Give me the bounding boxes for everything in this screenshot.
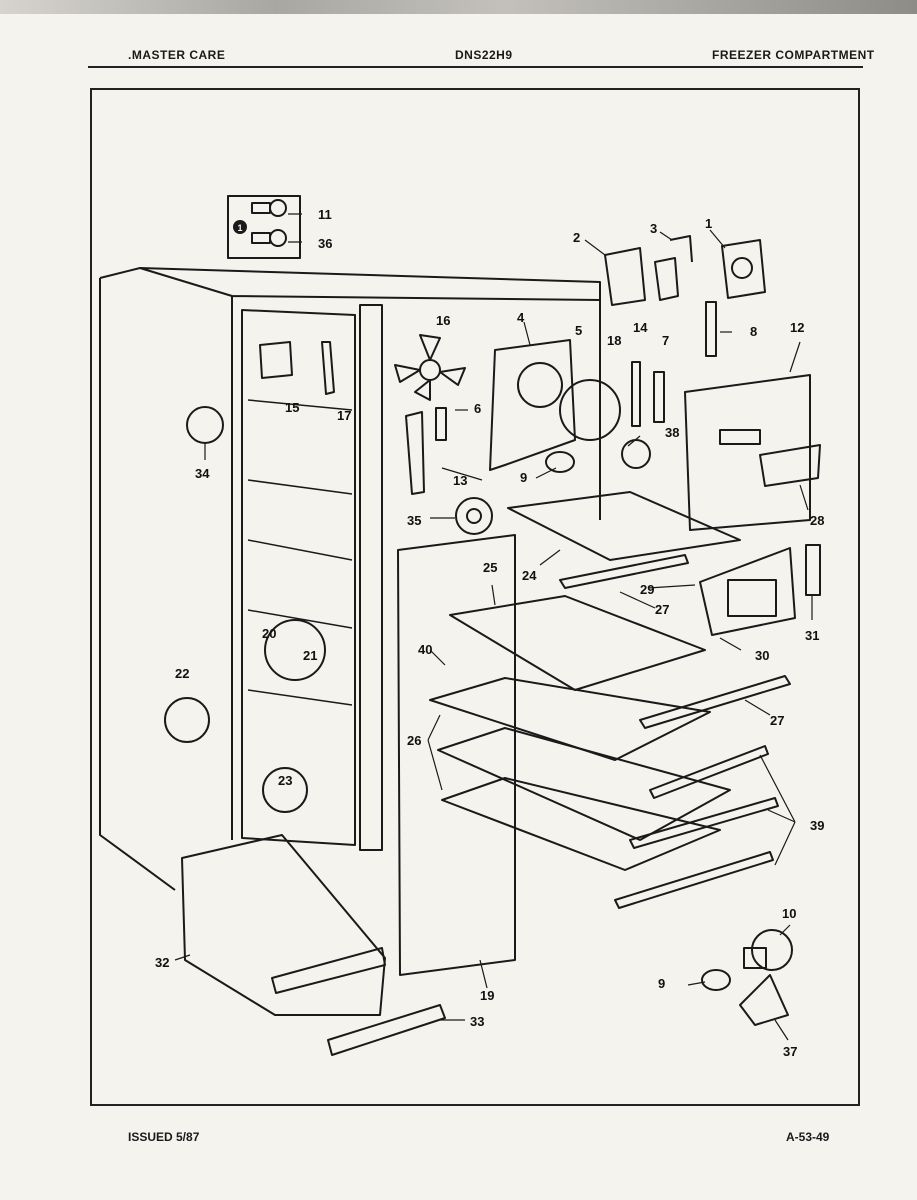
- trim-strip-part: [327, 1004, 446, 1056]
- light-cover-part: [739, 974, 789, 1026]
- callout-39: 39: [810, 818, 824, 833]
- shelf-rail-part-27b: [639, 675, 791, 729]
- callout-3: 3: [650, 221, 657, 236]
- door-bin-part: [699, 547, 796, 636]
- brand-label: .MASTER CARE: [128, 48, 226, 62]
- switch-part-15: [259, 341, 293, 379]
- bracket-part-1: [721, 239, 766, 299]
- inset-marker-label: 1: [237, 223, 242, 233]
- callout-14: 14: [633, 320, 648, 335]
- callout-6: 6: [474, 401, 481, 416]
- detail-circle-22: [164, 697, 210, 743]
- callout-18: 18: [607, 333, 621, 348]
- callout-20: 20: [262, 626, 276, 641]
- cabinet-divider: [359, 304, 383, 851]
- callout-31: 31: [805, 628, 819, 643]
- light-bulb-part: [751, 929, 793, 971]
- crisper-tray-part: [181, 834, 386, 1016]
- callout-25: 25: [483, 560, 497, 575]
- callout-29: 29: [640, 582, 654, 597]
- callout-labels: 1 2 3 4 5 6 7 8 9 9 10 11 12 13 14 15 16…: [155, 207, 824, 1059]
- hinge-part: [805, 544, 821, 596]
- callout-5: 5: [575, 323, 582, 338]
- shelf-rail-part-39a: [649, 745, 769, 799]
- callout-7: 7: [662, 333, 669, 348]
- callout-32: 32: [155, 955, 169, 970]
- shelf-part-25: [449, 595, 706, 691]
- wire-shelf-part-bottom: [441, 777, 721, 871]
- callout-1: 1: [705, 216, 712, 231]
- callout-9b: 9: [658, 976, 665, 991]
- callout-24: 24: [522, 568, 537, 583]
- callout-22: 22: [175, 666, 189, 681]
- callout-15: 15: [285, 400, 299, 415]
- scan-artifact: [0, 0, 917, 14]
- callout-28: 28: [810, 513, 824, 528]
- callout-30: 30: [755, 648, 769, 663]
- callout-11: 11: [318, 207, 332, 222]
- evaporator-cover-part: [684, 374, 811, 531]
- clip-part-17: [321, 341, 335, 395]
- callout-9a: 9: [520, 470, 527, 485]
- callout-21: 21: [303, 648, 317, 663]
- thermostat-knob-part: [186, 406, 224, 444]
- fan-bracket-part: [489, 339, 576, 471]
- page-code: A-53-49: [786, 1130, 830, 1144]
- callout-2: 2: [573, 230, 580, 245]
- bracket-part-13: [405, 411, 425, 495]
- callout-4: 4: [517, 310, 525, 325]
- cabinet-body: [99, 267, 601, 891]
- callout-8: 8: [750, 324, 757, 339]
- issue-date: ISSUED 5/87: [128, 1130, 200, 1144]
- callout-10: 10: [782, 906, 796, 921]
- detail-circle-20-21: [264, 619, 326, 681]
- light-shield-part: [559, 379, 621, 441]
- model-number: DNS22H9: [455, 48, 513, 62]
- callout-12: 12: [790, 320, 804, 335]
- callout-23: 23: [278, 773, 292, 788]
- cabinet-inner-wall: [241, 309, 356, 846]
- inset-marker-icon: [233, 220, 247, 234]
- callout-36: 36: [318, 236, 332, 251]
- callout-34: 34: [195, 466, 210, 481]
- shelf-rail-part-39b: [629, 797, 779, 849]
- callout-26: 26: [407, 733, 421, 748]
- callout-17: 17: [337, 408, 351, 423]
- control-knob-part: [455, 497, 493, 535]
- cover-handle-part: [759, 444, 821, 487]
- callout-16: 16: [436, 313, 450, 328]
- shelf-part-24: [507, 491, 741, 561]
- shelf-rail-part-39c: [614, 851, 774, 909]
- callout-40: 40: [418, 642, 432, 657]
- fan-blade-part: [394, 334, 466, 401]
- callout-13: 13: [453, 473, 467, 488]
- diagram-frame: [90, 88, 860, 1106]
- callout-27a: 27: [655, 602, 669, 617]
- section-title: FREEZER COMPARTMENT: [712, 48, 875, 62]
- bracket-part-2: [604, 247, 646, 306]
- callout-37: 37: [783, 1044, 797, 1059]
- callout-27b: 27: [770, 713, 784, 728]
- callout-33: 33: [470, 1014, 484, 1029]
- wire-shelf-part-top: [429, 677, 711, 761]
- header-rule: [88, 66, 863, 68]
- detail-circle-23: [262, 767, 308, 813]
- bracket-part-3: [654, 235, 693, 301]
- wire-shelf-part-mid: [437, 727, 731, 841]
- callout-35: 35: [407, 513, 421, 528]
- partition-panel-part: [397, 534, 516, 976]
- inset-box: [227, 195, 301, 259]
- callout-38: 38: [665, 425, 679, 440]
- shelf-rail-part-27a: [559, 554, 689, 589]
- callout-19: 19: [480, 988, 494, 1003]
